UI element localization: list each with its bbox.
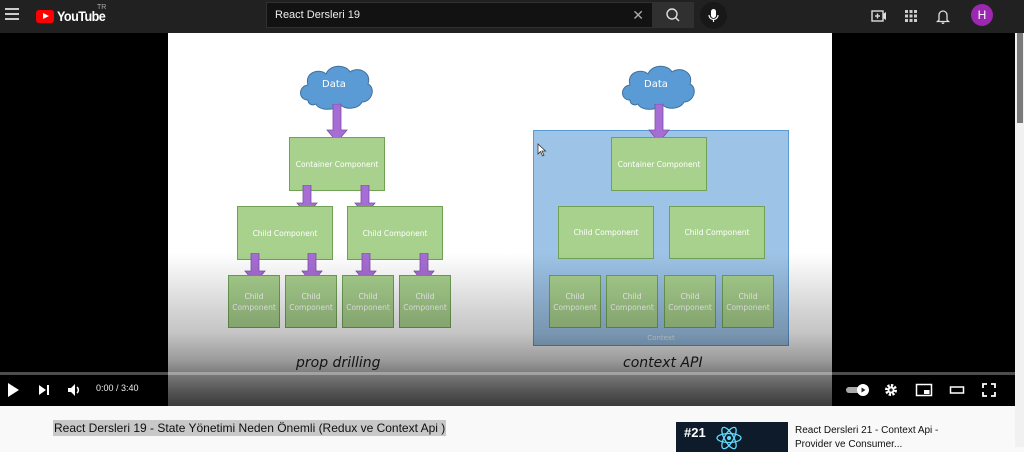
notifications-icon (935, 10, 951, 24)
page-scrollbar[interactable] (1015, 33, 1024, 447)
apps-button[interactable] (902, 7, 920, 25)
box-label: Child Component (668, 291, 712, 312)
next-icon (39, 385, 49, 395)
masthead: YouTube TR ✕ H (0, 0, 1024, 33)
youtube-logo[interactable]: YouTube (36, 8, 111, 24)
recommended-video-title[interactable]: React Dersleri 21 - Context Api - Provid… (795, 425, 939, 450)
search-box: ✕ (266, 2, 652, 28)
arrow-icon (648, 104, 670, 143)
box-label: Child Component (346, 291, 390, 312)
box-label: Container Component (295, 159, 379, 169)
create-icon (871, 10, 886, 22)
react-logo-icon (716, 426, 742, 450)
box-label: Child Component (403, 291, 447, 312)
box-label: Child Component (610, 291, 654, 312)
box-label: Child Component (252, 228, 318, 238)
video-player[interactable]: Data Container Component Child Component… (0, 33, 1015, 406)
thumbnail-episode-label: #21 (684, 425, 706, 440)
arrow-icon (326, 104, 348, 143)
child-component-box: Child Component (558, 206, 654, 259)
video-title: React Dersleri 19 - State Yönetimi Neden… (53, 420, 447, 436)
search-button[interactable] (652, 2, 694, 28)
grandchild-component-box: Child Component (549, 275, 601, 328)
grandchild-component-box: Child Component (664, 275, 716, 328)
play-button[interactable] (4, 379, 22, 401)
region-code: TR (97, 4, 107, 11)
autoplay-toggle-icon (846, 384, 869, 396)
grandchild-component-box: Child Component (722, 275, 774, 328)
grandchild-component-box: Child Component (606, 275, 658, 328)
voice-search-button[interactable] (700, 2, 727, 29)
box-label: Child Component (553, 291, 597, 312)
cloud-shape (622, 65, 695, 110)
volume-icon (68, 384, 80, 396)
child-component-box: Child Component (347, 206, 443, 260)
grandchild-component-box: Child Component (228, 275, 280, 328)
box-label: Child Component (362, 228, 428, 238)
cloud-shape (300, 65, 373, 110)
container-component-box: Container Component (611, 137, 707, 191)
volume-button[interactable] (66, 379, 84, 401)
notifications-button[interactable] (934, 7, 952, 25)
grandchild-component-box: Child Component (285, 275, 337, 328)
fullscreen-button[interactable] (979, 379, 999, 401)
next-button[interactable] (35, 379, 53, 401)
video-frame: Data Container Component Child Component… (168, 33, 832, 406)
grandchild-component-box: Child Component (342, 275, 394, 328)
settings-icon (885, 384, 897, 396)
grandchild-component-box: Child Component (399, 275, 451, 328)
play-icon (8, 383, 19, 397)
settings-button[interactable] (882, 379, 900, 401)
menu-icon[interactable] (5, 8, 19, 22)
box-label: Child Component (684, 228, 750, 237)
time-display: 0:00 / 3:40 (96, 383, 139, 393)
search-icon (666, 8, 680, 22)
miniplayer-button[interactable] (914, 379, 934, 401)
scrollbar-thumb[interactable] (1017, 33, 1023, 123)
box-label: Child Component (726, 291, 770, 312)
clear-search-icon[interactable]: ✕ (632, 7, 644, 23)
theater-mode-button[interactable] (947, 379, 967, 401)
child-component-box: Child Component (669, 206, 765, 259)
autoplay-toggle[interactable] (845, 379, 871, 401)
box-label: Child Component (289, 291, 333, 312)
data-cloud-label: Data (644, 79, 668, 90)
create-button[interactable] (870, 7, 888, 25)
data-cloud-label: Data (322, 79, 346, 90)
progress-bar[interactable] (0, 372, 1015, 375)
mic-icon (708, 9, 719, 22)
box-label: Child Component (232, 291, 276, 312)
container-component-box: Container Component (289, 137, 385, 191)
youtube-play-icon (36, 9, 54, 23)
child-component-box: Child Component (237, 206, 333, 260)
box-label: Container Component (617, 159, 701, 169)
logo-text: YouTube (57, 8, 106, 24)
context-label: Context (647, 334, 675, 342)
fullscreen-icon (982, 383, 996, 397)
recommended-video-thumbnail[interactable]: #21 (676, 422, 788, 452)
search-input[interactable] (275, 3, 625, 27)
box-label: Child Component (573, 228, 639, 237)
mouse-cursor-icon (537, 143, 547, 157)
theater-icon (949, 386, 965, 394)
context-api-caption: context API (623, 355, 703, 371)
apps-icon (905, 10, 917, 22)
miniplayer-icon (915, 383, 933, 397)
avatar[interactable]: H (971, 4, 993, 26)
prop-drilling-caption: prop drilling (296, 355, 381, 371)
